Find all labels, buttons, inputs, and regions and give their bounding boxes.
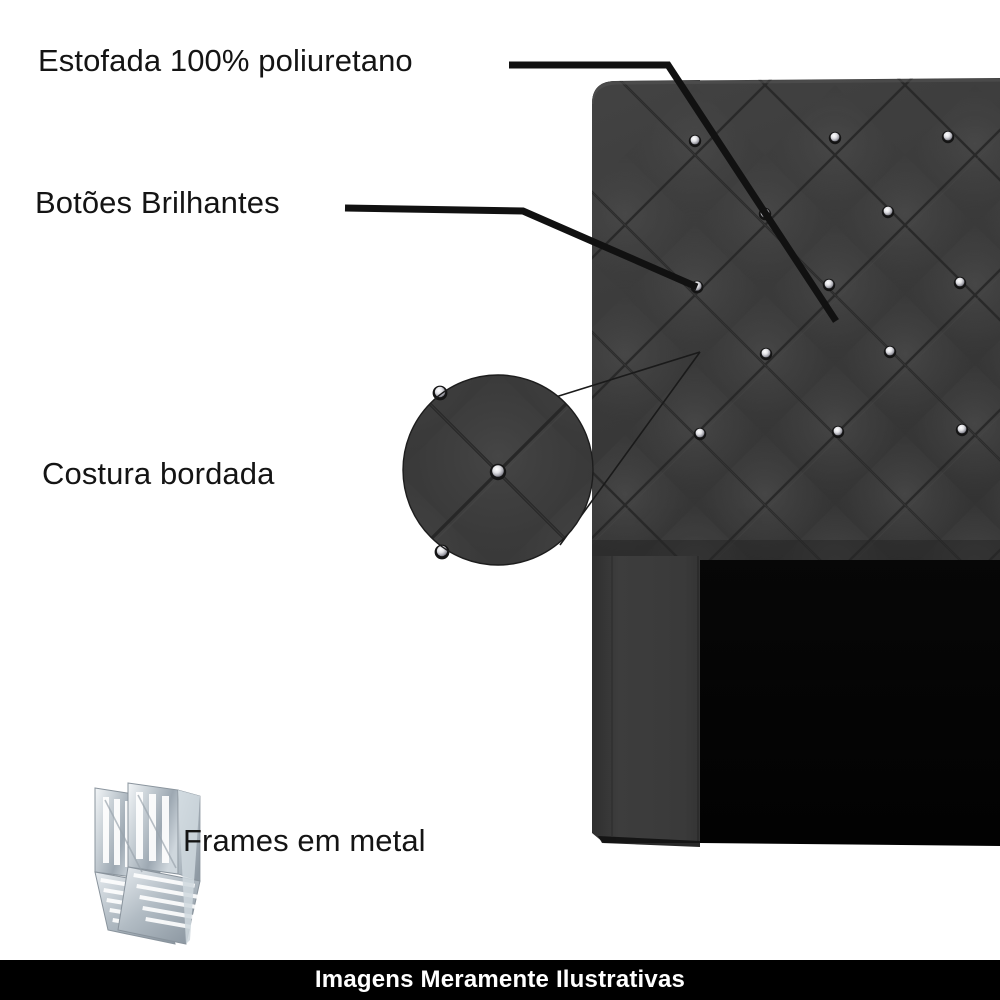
crystal-button-magnified <box>489 463 507 481</box>
crystal-button <box>758 207 772 221</box>
crystal-button <box>690 280 704 294</box>
crystal-button <box>693 427 707 441</box>
crystal-button <box>831 425 845 439</box>
feature-label-costura: Costura bordada <box>42 456 275 491</box>
crystal-button <box>688 134 702 148</box>
magnifier-stitching-detail <box>402 374 594 566</box>
crystal-button <box>941 130 955 144</box>
crystal-button-magnified <box>432 385 448 401</box>
disclaimer-banner: Imagens Meramente Ilustrativas <box>0 960 1000 1000</box>
crystal-button <box>953 276 967 290</box>
feature-label-poliuretano: Estofada 100% poliuretano <box>38 43 413 78</box>
metal-frame-brackets <box>94 782 208 945</box>
crystal-button <box>822 278 836 292</box>
crystal-button <box>955 423 969 437</box>
disclaimer-text: Imagens Meramente Ilustrativas <box>314 966 686 993</box>
crystal-button <box>883 345 897 359</box>
feature-label-botoes: Botões Brilhantes <box>35 185 280 220</box>
crystal-button <box>828 131 842 145</box>
feature-label-frames: Frames em metal <box>183 823 426 858</box>
crystal-button <box>759 347 773 361</box>
headboard-base-block <box>700 552 1000 846</box>
crystal-button <box>881 205 895 219</box>
